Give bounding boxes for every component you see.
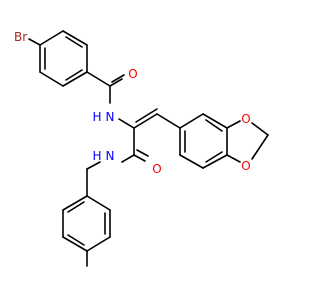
dioxole-oxygen-1-label: O (241, 112, 250, 126)
amide-hydrogen-1-label: H (92, 110, 101, 124)
alkene (133, 108, 181, 129)
carbonyl-oxygen-1-label: O (128, 67, 137, 81)
n-c-bond (118, 118, 135, 129)
benzoyl-amide (86, 71, 125, 104)
c-br-bond (28, 38, 41, 46)
carbonyl-oxygen-2-label: O (152, 162, 161, 176)
dioxole-oxygen-2-label: O (241, 159, 250, 173)
amide-hydrogen-2-label: H (92, 149, 101, 163)
structure-canvas: Br O H N O H N O O (14, 30, 269, 267)
tolyl-ring (62, 161, 111, 267)
bromophenyl-ring (39, 30, 88, 87)
anilide-amide (121, 127, 149, 163)
molecule-drawing: Br O H N O H N O O (14, 30, 269, 267)
amide-nitrogen-2-label: N (106, 149, 115, 163)
bromine-label: Br (14, 30, 27, 44)
amide-nitrogen-1-label: N (106, 110, 115, 124)
benzodioxole (179, 113, 269, 169)
